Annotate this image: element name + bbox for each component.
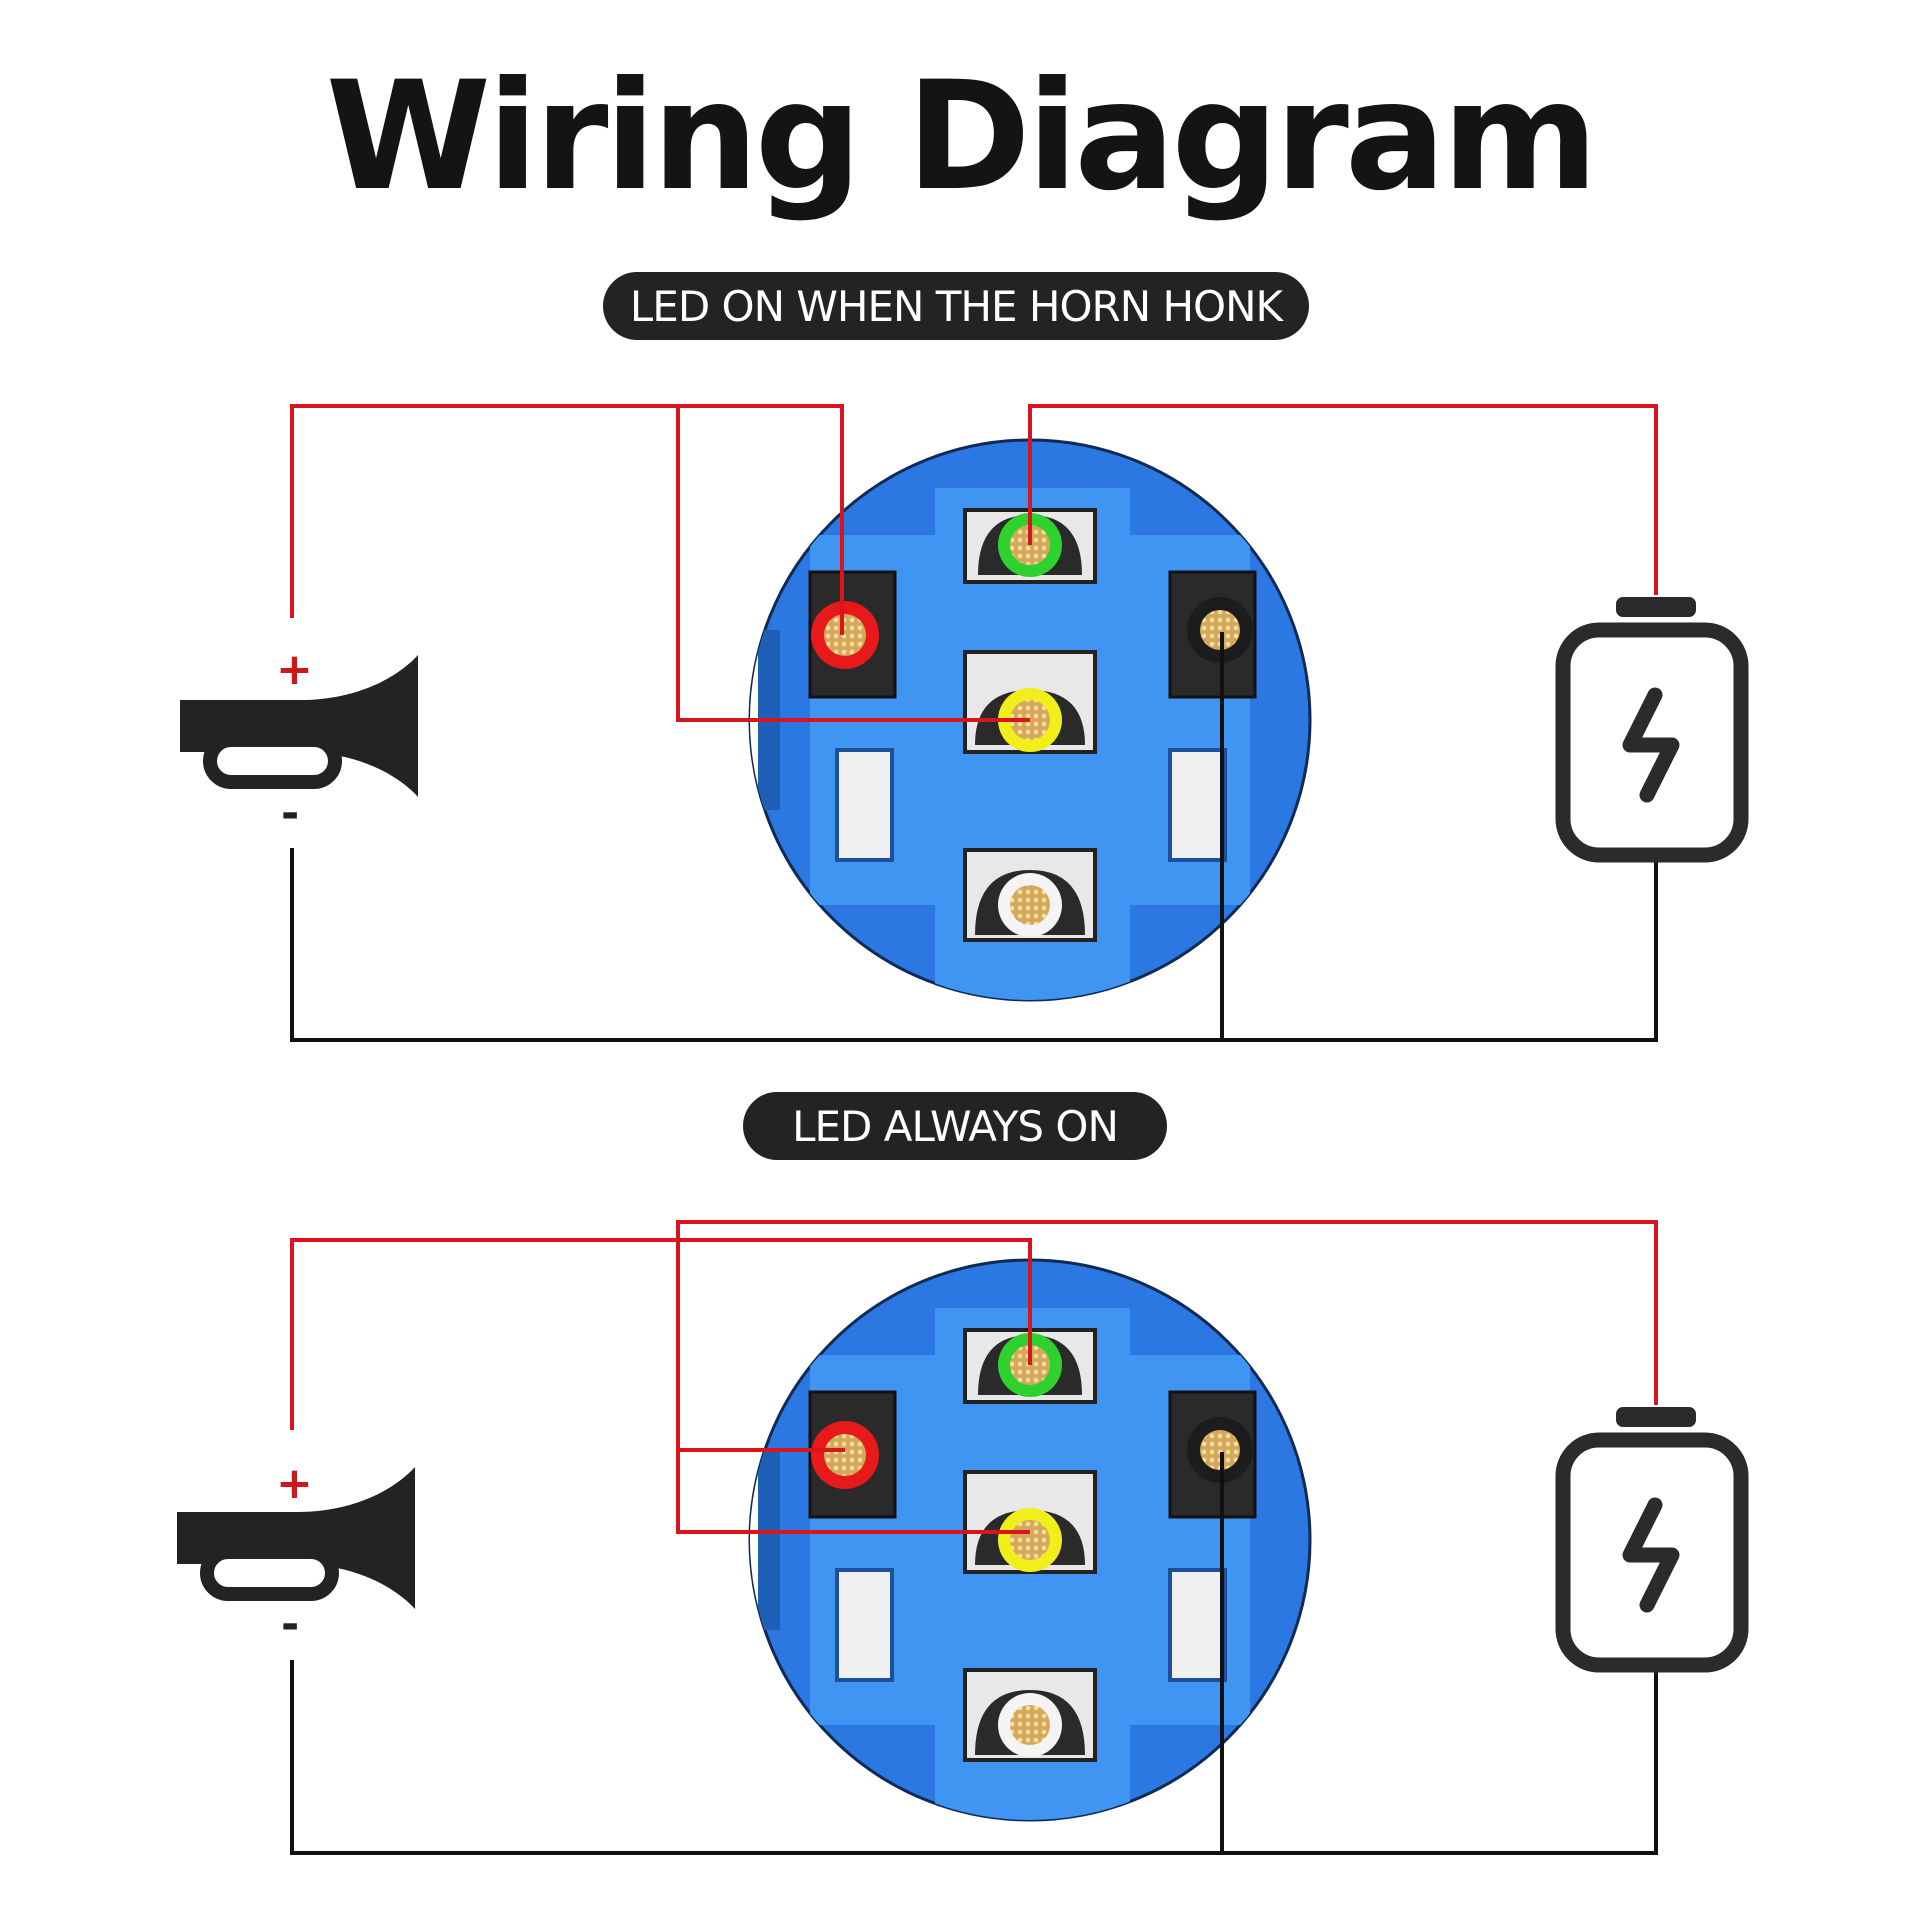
page-title: Wiring Diagram: [325, 50, 1599, 224]
diagram-led-always-on: [177, 1220, 1749, 1855]
horn-negative-sign: -: [281, 788, 300, 839]
wires-negative: [290, 632, 1658, 1042]
horn-icon: [180, 655, 418, 797]
battery-icon: [1555, 597, 1749, 863]
horn-positive-sign: +: [276, 644, 313, 695]
horn-positive-sign-2: +: [276, 1458, 313, 1509]
wires-positive-2: [290, 1220, 1658, 1534]
diagram-led-on-when-honk: [180, 404, 1749, 1042]
horn-negative-sign-2: -: [281, 1599, 300, 1650]
battery-icon-2: [1555, 1407, 1749, 1673]
section-label-led-always-on: LED ALWAYS ON: [743, 1092, 1167, 1160]
wires-positive: [290, 404, 1658, 722]
wires-negative-2: [290, 1452, 1658, 1855]
push-button-switch-2: [748, 1258, 1312, 1822]
horn-icon-2: [177, 1467, 415, 1609]
section-label-led-on-when-honk: LED ON WHEN THE HORN HONK: [603, 272, 1309, 340]
